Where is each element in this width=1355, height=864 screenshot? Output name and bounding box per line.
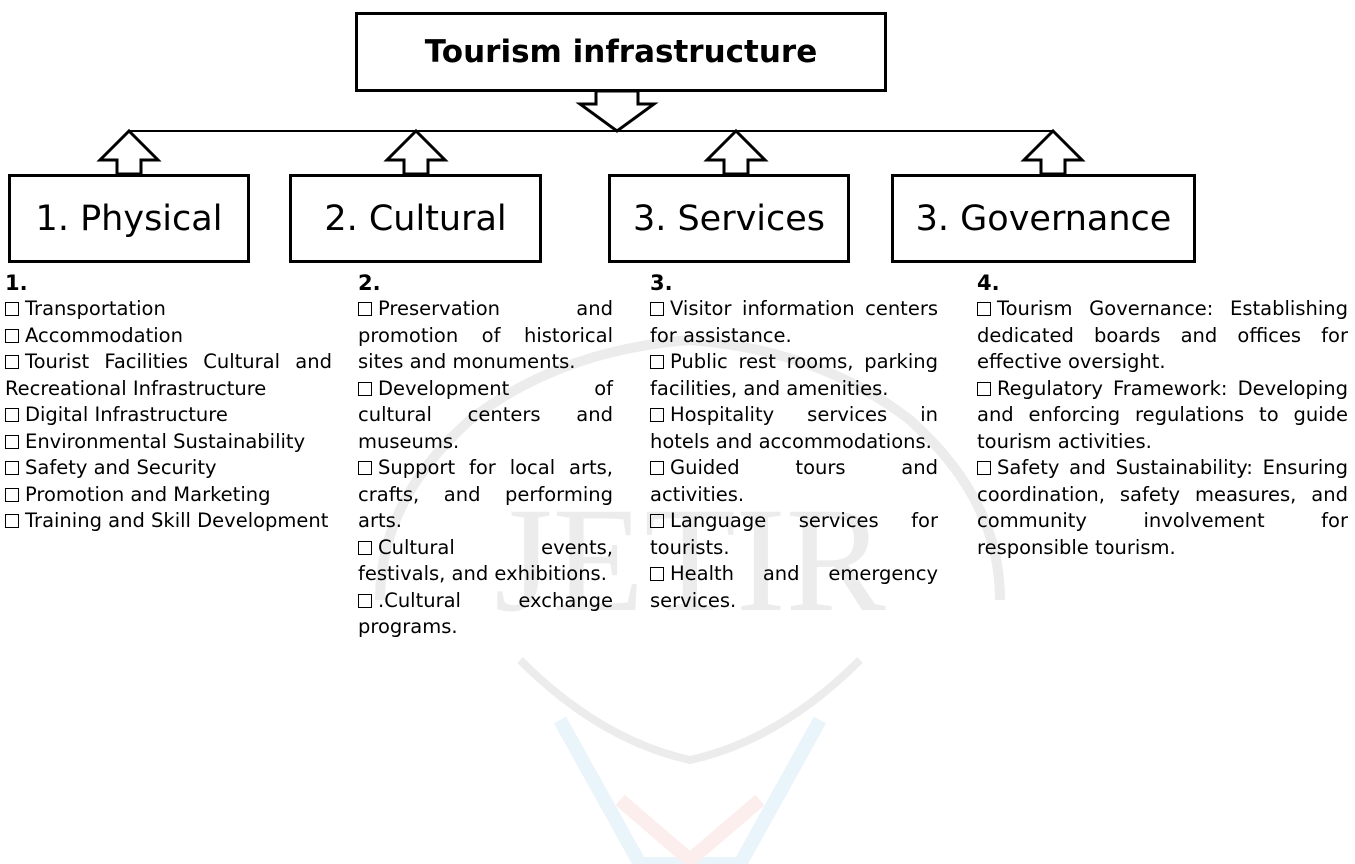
category-cultural: 2. Cultural <box>289 174 542 263</box>
list-item: Cultural events, festivals, and exhibiti… <box>358 535 613 585</box>
checkbox-bullet-icon <box>5 302 19 316</box>
list-item: Development of cultural centers and muse… <box>358 376 613 453</box>
list-item: Tourist Facilities Cultural and Recreati… <box>5 350 332 400</box>
list-item: Hospitality services in hotels and accom… <box>650 403 938 453</box>
checkbox-bullet-icon <box>358 461 372 475</box>
checkbox-bullet-icon <box>650 355 664 369</box>
category-governance: 3. Governance <box>891 174 1196 263</box>
list-item: Transportation <box>5 296 332 323</box>
checkbox-bullet-icon <box>5 434 19 449</box>
list-item: Tourism Governance: Establishing dedicat… <box>977 297 1348 373</box>
checkbox-bullet-icon <box>5 408 19 422</box>
checkbox-bullet-icon <box>650 408 664 422</box>
down-arrow-icon <box>575 89 659 133</box>
checkbox-bullet-icon <box>5 487 19 502</box>
governance-details: 4. Tourism Governance: Establishing dedi… <box>977 270 1348 561</box>
checkbox-bullet-icon <box>358 302 372 316</box>
column-number: 4. <box>977 271 1000 295</box>
list-item: Regulatory Framework: Developing and enf… <box>977 376 1348 453</box>
list-item: Public rest rooms, parking facilities, a… <box>650 350 938 400</box>
checkbox-bullet-icon <box>650 461 664 475</box>
up-arrow-icon <box>96 128 162 176</box>
watermark-text: JETIR <box>494 477 886 643</box>
list-item: Environmental Sustainability <box>5 429 332 456</box>
list-item: Safety and Sustainability: Ensuring coor… <box>977 456 1348 559</box>
checkbox-bullet-icon <box>5 328 19 343</box>
checkbox-bullet-icon <box>977 302 991 316</box>
column-number: 2. <box>358 271 381 295</box>
checkbox-bullet-icon <box>5 514 19 528</box>
list-item: Visitor information centers for assistan… <box>650 297 938 347</box>
list-item: .Cultural exchange programs. <box>358 588 613 638</box>
list-item: Training and Skill Development <box>5 508 332 535</box>
column-number: 1. <box>5 271 28 295</box>
list-item: Language services for tourists. <box>650 509 938 559</box>
checkbox-bullet-icon <box>358 593 372 608</box>
list-item: Health and emergency services. <box>650 562 938 612</box>
checkbox-bullet-icon <box>977 381 991 396</box>
checkbox-bullet-icon <box>650 514 664 528</box>
list-item: Promotion and Marketing <box>5 482 332 509</box>
up-arrow-icon <box>703 128 769 176</box>
checkbox-bullet-icon <box>358 540 372 555</box>
category-physical: 1. Physical <box>8 174 250 263</box>
list-item: Accommodation <box>5 323 332 350</box>
list-item: Digital Infrastructure <box>5 402 332 429</box>
list-item: Support for local arts, crafts, and perf… <box>358 456 613 532</box>
physical-details: 1. Transportation Accommodation Tourist … <box>5 270 332 535</box>
checkbox-bullet-icon <box>977 461 991 475</box>
cultural-details: 2. Preservation and promotion of histori… <box>358 270 613 641</box>
checkbox-bullet-icon <box>5 355 19 369</box>
up-arrow-icon <box>1020 128 1086 176</box>
category-services: 3. Services <box>608 174 850 263</box>
list-item: Safety and Security <box>5 455 332 482</box>
checkbox-bullet-icon <box>5 461 19 475</box>
list-item: Preservation and promotion of historical… <box>358 297 613 373</box>
checkbox-bullet-icon <box>650 567 664 581</box>
column-number: 3. <box>650 271 673 295</box>
checkbox-bullet-icon <box>650 302 664 316</box>
diagram-title: Tourism infrastructure <box>355 12 887 92</box>
checkbox-bullet-icon <box>358 381 372 396</box>
list-item: Guided tours and activities. <box>650 456 938 506</box>
services-details: 3. Visitor information centers for assis… <box>650 270 938 614</box>
up-arrow-icon <box>383 128 449 176</box>
